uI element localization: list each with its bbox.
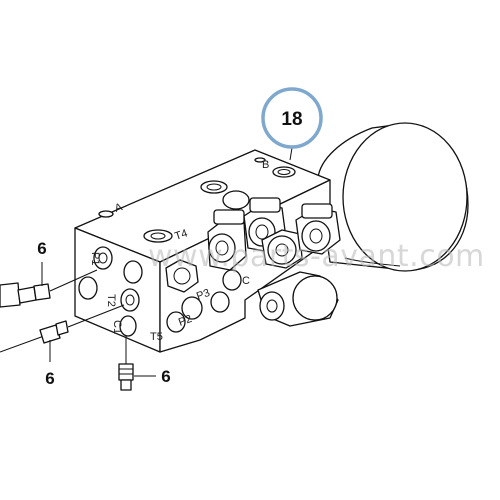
port-label-front-a: P1: [89, 252, 101, 265]
fitting-left-lower: [0, 304, 125, 353]
leader-lines: [41, 147, 293, 377]
port-label-left: A: [113, 201, 124, 215]
port-label-top: B: [262, 159, 269, 171]
callout-main: 18: [261, 87, 323, 149]
callout-main-number: 18: [281, 109, 302, 130]
fitting-left-upper: [0, 269, 98, 308]
hex-plug: [165, 259, 199, 293]
callout-bottom: 6: [161, 367, 170, 386]
callout-circle: [261, 87, 323, 149]
port-label-side-b: P2: [177, 313, 194, 329]
port-label-front-b: T2: [105, 294, 117, 307]
port-label-back: T4: [173, 227, 189, 242]
callout-left-upper: 6: [37, 239, 46, 258]
callout-left-lower: 6: [45, 369, 54, 388]
accumulator-cylinder: [317, 122, 469, 272]
watermark: www.parts-avant.com: [148, 239, 485, 274]
solenoid-valve-1: [207, 209, 247, 271]
port-label-front-c: C1: [111, 320, 123, 334]
port-label-side-a: P3: [195, 287, 212, 303]
fitting-bottom: [118, 336, 134, 391]
port-label-side-c: C: [242, 275, 250, 287]
valve-block: [74, 149, 331, 353]
solenoid-valve-3: [261, 229, 303, 269]
port-label-bottom: T5: [150, 331, 163, 343]
port-markings: B T4 P3 P2 C P1 T2 C1 T5 A: [89, 159, 269, 343]
solenoid-valve-4: [295, 203, 341, 255]
solenoid-coil: [257, 271, 339, 327]
